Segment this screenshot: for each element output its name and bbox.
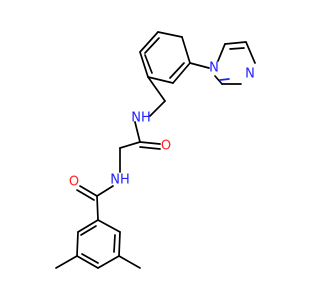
atom-label-nh-lower: NH [110, 173, 130, 188]
bond-carbonyl-o-lower-2 [76, 189, 95, 201]
bond-carbonyl-ch2 [119, 141, 141, 149]
methyl-right [118, 255, 141, 269]
bond-carbonyl-o-lower [79, 185, 98, 197]
structure-canvas: N N NH O NH O [55, 31, 256, 269]
atom-labels: N N NH O NH O [69, 61, 255, 190]
bond-aryl-imidazole [189, 62, 210, 69]
bond-carbonyl-ring [96, 195, 99, 221]
top-benzene-ring [139, 31, 191, 84]
bond-nh-carbonyl [134, 121, 141, 143]
bottom-benzene-ring [76, 219, 121, 269]
molecule-structure: N N NH O NH O [55, 31, 256, 269]
atom-label-nh-upper: NH [131, 111, 151, 126]
atom-label-n-imidazole-attached: N [209, 61, 219, 76]
atom-label-o-upper: O [161, 139, 171, 154]
bond-carbonyl-o-upper [139, 141, 161, 145]
atom-label-o-lower: O [69, 175, 79, 190]
atom-label-n-imidazole-ring: N [245, 67, 255, 82]
bond-ch2-nh [149, 100, 166, 117]
methyl-left [55, 255, 78, 269]
bond-carbonyl-o-upper-2 [139, 146, 161, 150]
imidazole-ring [214, 41, 256, 85]
bond-ring-ch2 [147, 76, 166, 102]
bond-nh-carbonyl-lower [96, 185, 114, 197]
